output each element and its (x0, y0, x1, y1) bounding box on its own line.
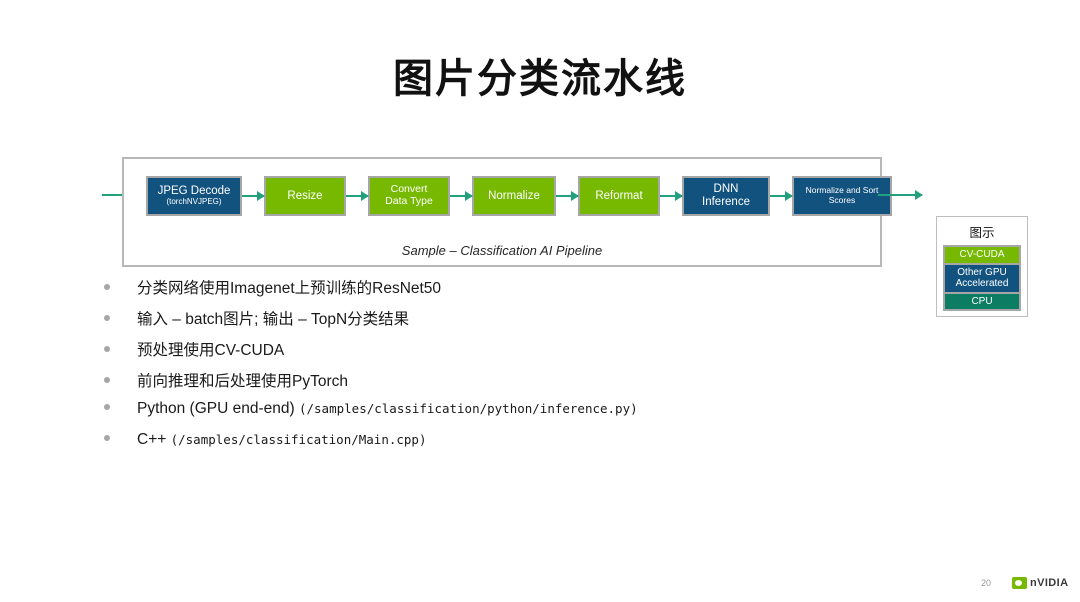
bullet-code-path: (/samples/classification/python/inferenc… (298, 401, 638, 416)
arrow-head (465, 191, 473, 201)
pipeline-stage-dnn-inference[interactable]: DNN Inference (682, 176, 770, 216)
arrow-head (785, 191, 793, 201)
arrow-shaft (346, 195, 368, 197)
legend-title: 图示 (969, 226, 995, 240)
stage-label-line2: (torchNVJPEG) (166, 196, 222, 206)
legend-box: 图示 CV-CUDA Other GPU Accelerated CPU (936, 216, 1028, 317)
arrow-shaft (450, 195, 472, 197)
bullet-dot-icon (104, 315, 110, 321)
pipeline-arrow-4 (556, 191, 579, 201)
arrow-head (361, 191, 369, 201)
bullet-text-label: C++ (137, 431, 171, 448)
pipeline-arrow-6 (770, 191, 793, 201)
bullet-text-cpp: C++ (/samples/classification/Main.cpp) (137, 431, 426, 449)
bullet-text-label: Python (GPU end-end) (137, 400, 299, 417)
list-item: 预处理使用CV-CUDA (104, 338, 924, 369)
pipeline-arrow-2 (346, 191, 369, 201)
bullet-dot-icon (104, 377, 110, 383)
legend-item-label: CPU (971, 295, 993, 307)
nvidia-logo: nVIDIA (1012, 577, 1068, 589)
legend-item-cpu: CPU (943, 291, 1021, 311)
pipeline-caption: Sample – Classification AI Pipeline (401, 243, 603, 258)
stage-label-line2: Data Type (385, 195, 433, 207)
bullet-text: 输入 – batch图片; 输出 – TopN分类结果 (137, 311, 410, 328)
arrow-shaft (242, 195, 264, 197)
page-title: 图片分类流水线 (393, 57, 687, 101)
arrow-head (915, 190, 923, 200)
arrow-shaft (556, 195, 578, 197)
bullet-list: 分类网络使用Imagenet上预训练的ResNet50 输入 – batch图片… (104, 276, 924, 462)
arrow-head (675, 191, 683, 201)
pipeline-output-arrow (878, 190, 923, 200)
legend-item-label-line1: Other GPU (957, 266, 1007, 278)
arrow-shaft (770, 195, 792, 197)
stage-label-line2: Scores (828, 195, 856, 205)
arrow-out-shape (878, 190, 923, 200)
stage-label-line1: Resize (287, 189, 323, 202)
pipeline-stage-jpeg-decode[interactable]: JPEG Decode (torchNVJPEG) (146, 176, 242, 216)
pipeline-stage-convert-data-type[interactable]: Convert Data Type (368, 176, 450, 216)
bullet-dot-icon (104, 404, 110, 410)
arrow-shaft (660, 195, 682, 197)
arrow-head (571, 191, 579, 201)
list-item: C++ (/samples/classification/Main.cpp) (104, 431, 924, 462)
arrow-shaft (878, 194, 922, 196)
pipeline-arrow-3 (450, 191, 473, 201)
legend-item-label: CV-CUDA (959, 249, 1005, 260)
bullet-code-path: (/samples/classification/Main.cpp) (170, 432, 427, 447)
stage-label-line1: Normalize (488, 189, 540, 202)
pipeline-arrow-1 (242, 191, 265, 201)
nvidia-wordmark: nVIDIA (1030, 577, 1069, 589)
pipeline-stage-reformat[interactable]: Reformat (578, 176, 660, 216)
legend-item-other-gpu-accelerated: Other GPU Accelerated (943, 262, 1021, 294)
pipeline-stage-normalize-sort-scores[interactable]: Normalize and Sort Scores (792, 176, 892, 216)
pipeline-stage-resize[interactable]: Resize (264, 176, 346, 216)
bullet-text: 前向推理和后处理使用PyTorch (137, 373, 348, 390)
stage-label-line1: JPEG Decode (157, 185, 231, 198)
bullet-dot-icon (104, 284, 110, 290)
bullet-text-python: Python (GPU end-end) (/samples/classific… (137, 400, 638, 418)
pipeline-arrow-5 (660, 191, 683, 201)
stage-label-line1: Normalize and Sort (805, 185, 879, 196)
page-number: 20 (981, 578, 992, 588)
list-item: 分类网络使用Imagenet上预训练的ResNet50 (104, 276, 924, 307)
bullet-text: 预处理使用CV-CUDA (137, 342, 285, 359)
arrow-head (257, 191, 265, 201)
stage-label-line1: Convert (390, 183, 428, 196)
list-item: 输入 – batch图片; 输出 – TopN分类结果 (104, 307, 924, 338)
stage-label-line2: Inference (702, 196, 750, 208)
pipeline-stage-row: JPEG Decode (torchNVJPEG) Resize Convert… (122, 173, 892, 219)
list-item: Python (GPU end-end) (/samples/classific… (104, 400, 924, 431)
nvidia-eye-icon (1012, 577, 1027, 589)
list-item: 前向推理和后处理使用PyTorch (104, 369, 924, 400)
pipeline-stage-normalize[interactable]: Normalize (472, 176, 556, 216)
bullet-dot-icon (104, 435, 110, 441)
legend-item-label-line2: Accelerated (955, 278, 1009, 289)
stage-label-line1: Reformat (595, 189, 643, 202)
bullet-text: 分类网络使用Imagenet上预训练的ResNet50 (137, 280, 442, 297)
stage-label-line1: DNN (713, 183, 739, 196)
bullet-dot-icon (104, 346, 110, 352)
